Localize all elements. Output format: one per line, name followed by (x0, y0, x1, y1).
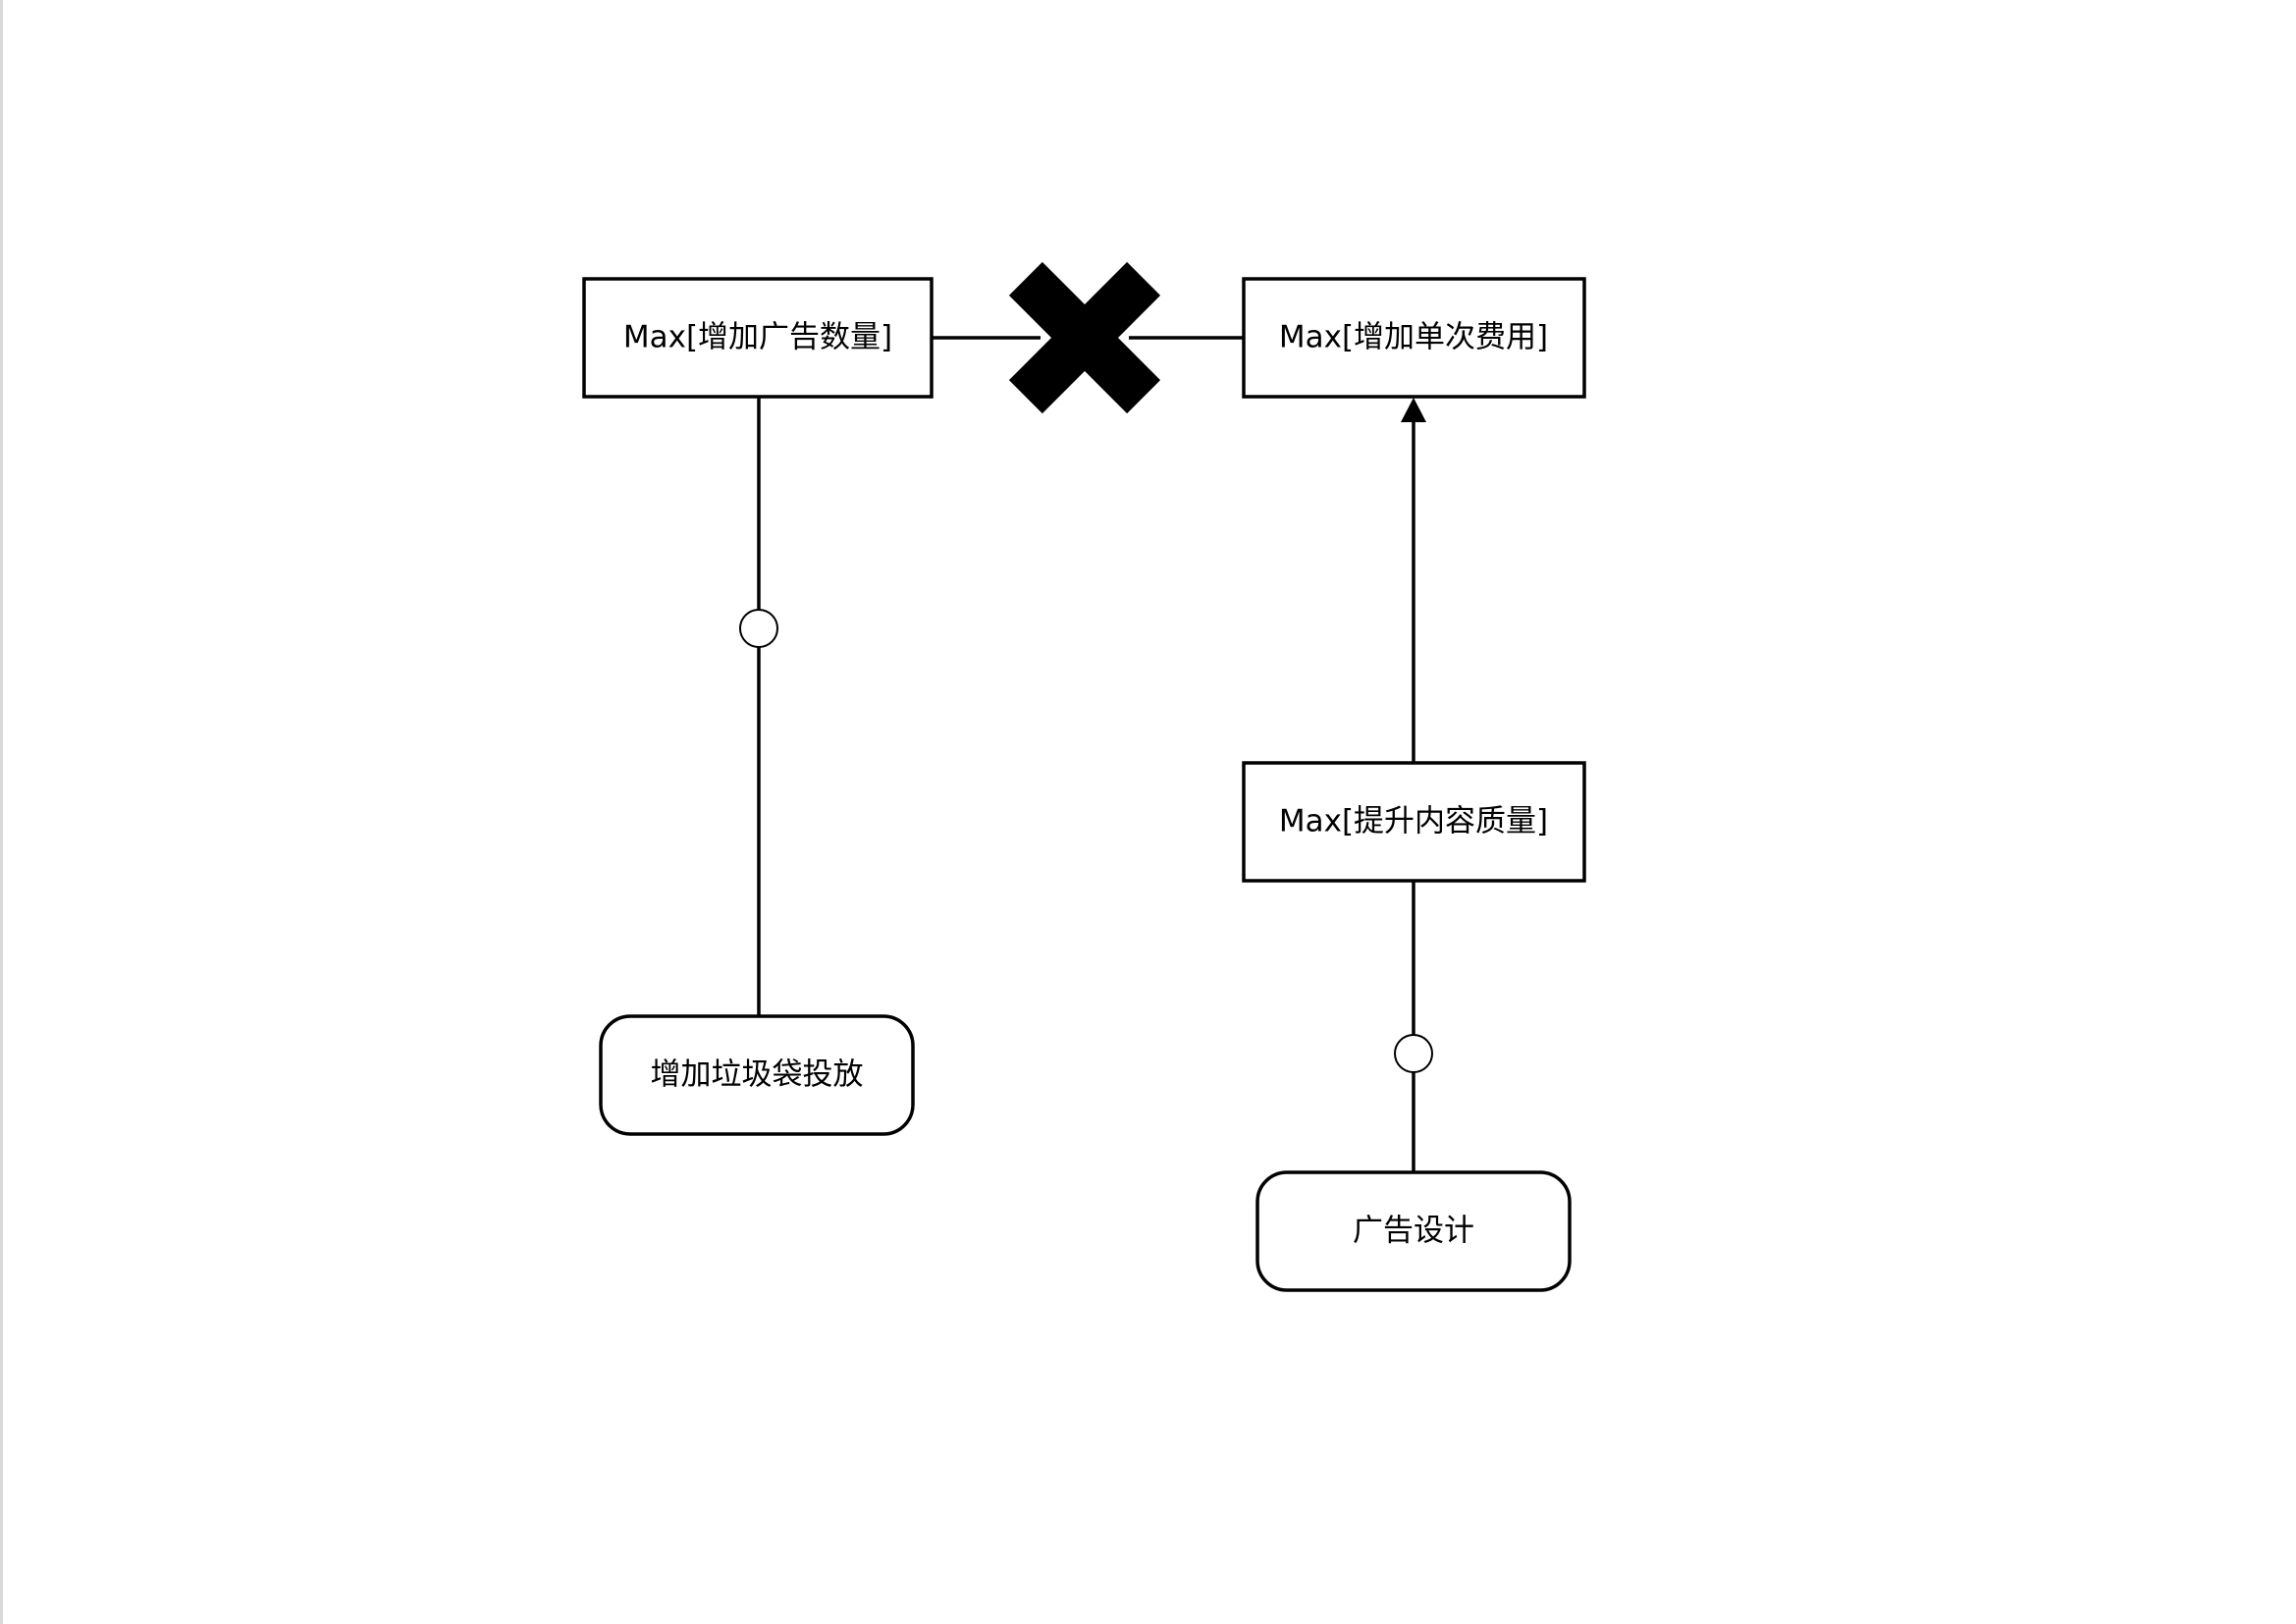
arrowhead-up-unit-cost (1401, 398, 1426, 422)
node-garbage-bag-label: 增加垃圾袋投放 (651, 1057, 864, 1093)
conflict-x-icon (1008, 261, 1161, 414)
node-content-quality-label: Max[提升内容质量] (1279, 804, 1548, 839)
node-ad-design-label: 广告设计 (1353, 1214, 1474, 1249)
page-left-edge (0, 0, 3, 1624)
node-ad-count-label: Max[增加广告数量] (623, 320, 892, 355)
node-ad-count: Max[增加广告数量] (582, 277, 934, 399)
node-unit-cost-label: Max[增加单次费用] (1279, 320, 1548, 355)
edge-ad-design-content-quality-circle (1394, 1034, 1433, 1073)
node-garbage-bag: 增加垃圾袋投放 (599, 1014, 915, 1136)
node-content-quality: Max[提升内容质量] (1242, 761, 1586, 883)
node-unit-cost: Max[增加单次费用] (1242, 277, 1586, 399)
edge-ad-count-garbage-bag-circle (739, 609, 778, 648)
node-ad-design: 广告设计 (1255, 1170, 1572, 1292)
